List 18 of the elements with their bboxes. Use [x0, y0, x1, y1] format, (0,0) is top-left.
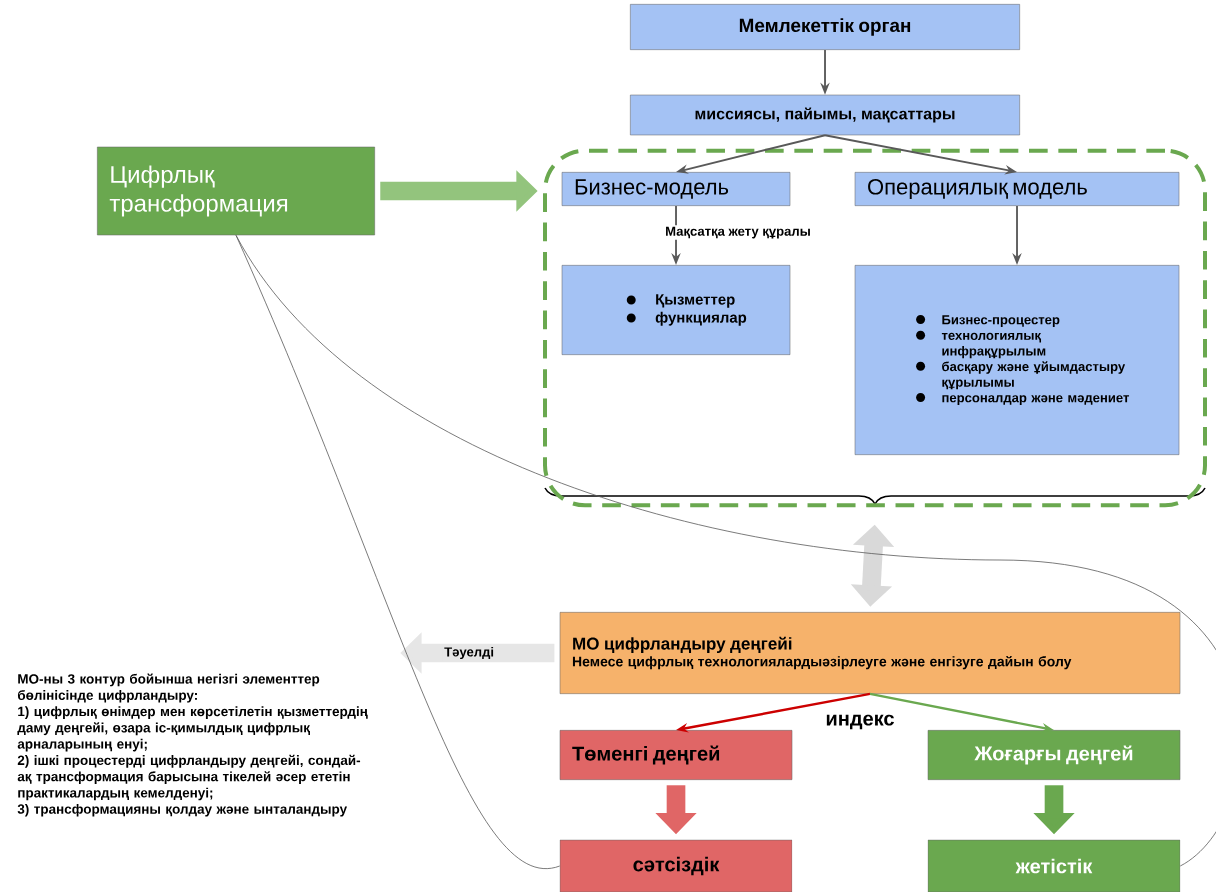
edge-label: Мақсатқа жету құралы — [663, 225, 813, 240]
process-box: миссиясы, пайымы, мақсаттары — [630, 94, 1020, 136]
dashed-region — [543, 148, 1207, 508]
list-box: Бизнес-процестер технологиялық инфрақұрылым басқару және ұйымдастыру құрылымы персоналдар және мәдениет — [854, 265, 1180, 455]
list-box: Қызметтер функциялар — [561, 265, 791, 355]
model-box: Бизнес-модель — [561, 172, 791, 206]
title-box: Мемлекеттік орган — [630, 4, 1020, 50]
level-box: МО цифрландыру деңгейі Немесе цифрлық технологиялардыәзірлеуге және енгізуге дайын болу — [559, 612, 1181, 694]
connector-line — [235, 234, 1216, 867]
connector-line — [235, 234, 561, 869]
result-box: жетістік — [927, 839, 1181, 892]
index-label: индекс — [824, 713, 896, 731]
level-box: Төменгі деңгей — [559, 730, 793, 780]
description-text: МО-ны 3 контур бойынша негізгі элементтер бөлінісінде цифрландыру: 1) цифрлық өнімдер мен көрсетілетін қызметтердің даму деңгейі, өзара іс-қимылдық цифрлық арналарының енуі; 2) ішкі процестерді цифрландыру деңгейі, сондай-ақ трансформация барысына тікелей әсер ететін практикалардың кемелденуі; 3) трансформацияны қолдау және ынталандыру — [17, 673, 368, 817]
process-box: Цифрлық трансформация — [97, 146, 375, 236]
model-box: Операциялық модель — [854, 172, 1180, 206]
result-box: сәтсіздік — [559, 839, 793, 892]
level-box: Жоғарғы деңгей — [927, 730, 1181, 780]
